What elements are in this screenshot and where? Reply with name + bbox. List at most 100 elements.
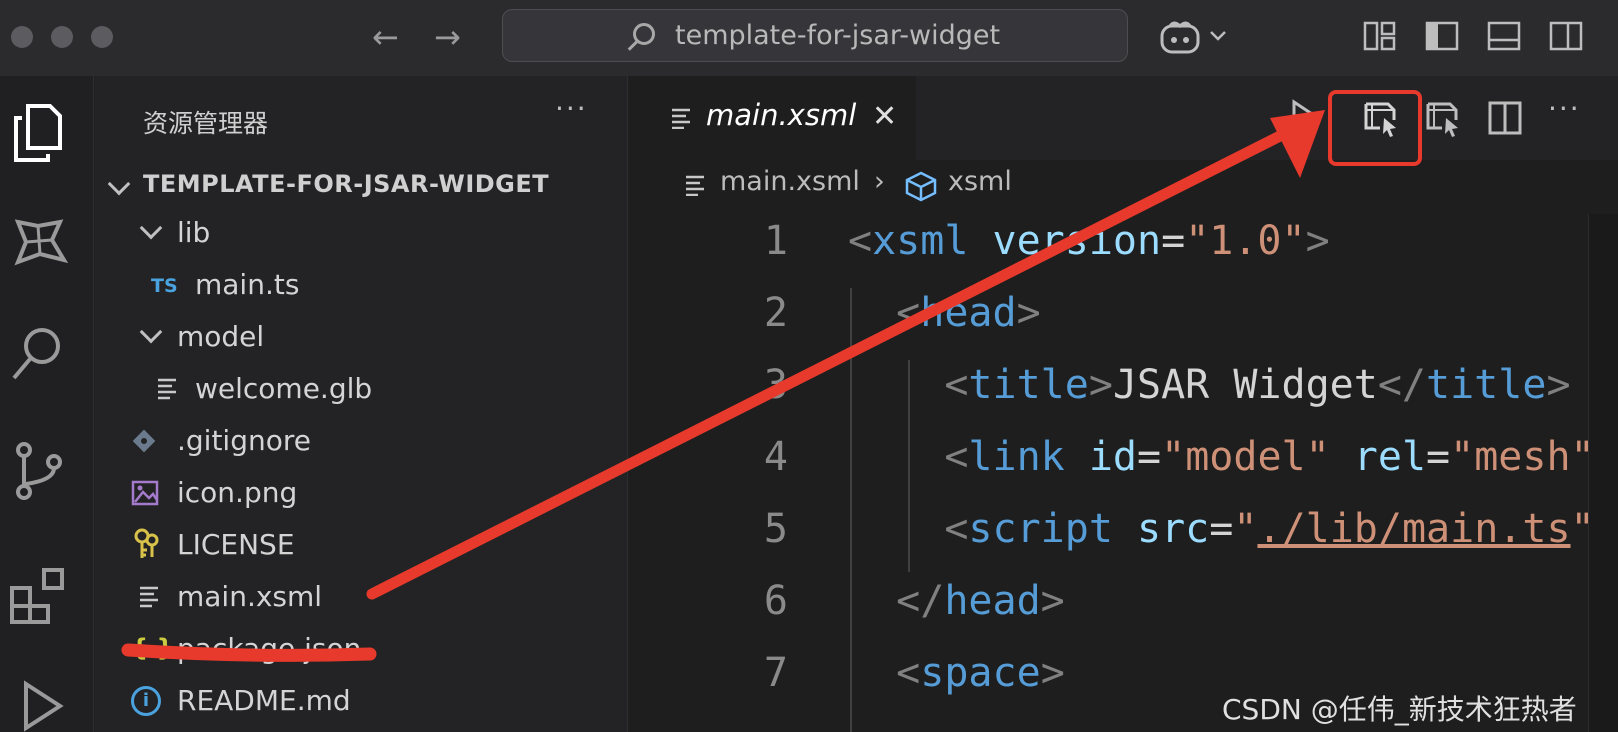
line-number: 1	[763, 218, 788, 264]
command-center-text: template-for-jsar-widget	[675, 20, 1001, 51]
text-file-icon	[672, 108, 690, 129]
toggle-sidebar-icon[interactable]	[1424, 18, 1460, 54]
code-token	[848, 506, 944, 552]
tree-item-label: lib	[177, 216, 211, 249]
copilot-icon[interactable]	[1158, 18, 1202, 58]
tree-item-main-xsml[interactable]: main.xsml	[95, 572, 625, 622]
line-number: 6	[763, 578, 788, 624]
tree-item-welcome-glb[interactable]: welcome.glb	[95, 364, 625, 414]
tree-item-label: model	[177, 320, 265, 353]
text-file-icon	[140, 586, 158, 608]
code-token: >	[1088, 362, 1113, 408]
minimap-edge	[1588, 214, 1618, 732]
code-token: =	[1209, 506, 1234, 552]
tree-item-model[interactable]: model	[95, 312, 625, 362]
code-token	[848, 650, 896, 696]
window-zoom-button[interactable]	[91, 26, 113, 48]
code-token: link	[968, 434, 1065, 480]
code-token: "model"	[1161, 434, 1330, 480]
tree-item-label: main.ts	[195, 268, 300, 301]
go-back-icon[interactable]: ←	[372, 18, 399, 56]
tree-item-gitignore[interactable]: .gitignore	[95, 416, 625, 466]
more-actions-icon[interactable]: ···	[555, 92, 588, 125]
tree-item-icon-png[interactable]: icon.png	[95, 468, 625, 518]
annotation-highlight-box	[1328, 90, 1422, 166]
symbol-element-icon	[905, 171, 937, 202]
code-token: >	[1546, 362, 1571, 408]
chevron-down-icon	[139, 216, 163, 240]
info-file-icon: i	[131, 686, 161, 716]
extension-3d-icon[interactable]	[8, 216, 70, 268]
code-line-4[interactable]: <link id="model" rel="mesh"	[848, 434, 1595, 480]
command-center-search[interactable]: template-for-jsar-widget	[502, 9, 1128, 62]
breadcrumb-symbol[interactable]: xsml	[948, 166, 1012, 197]
toggle-panel-icon[interactable]	[1486, 18, 1522, 54]
chevron-down-icon[interactable]	[107, 172, 131, 196]
tree-item-package-json[interactable]: { } package.json	[95, 624, 625, 674]
explorer-icon[interactable]	[8, 102, 68, 164]
code-line-7[interactable]: <space>	[848, 650, 1065, 696]
chevron-down-icon[interactable]	[1208, 26, 1228, 46]
code-link-token[interactable]: ./lib/main.ts	[1257, 506, 1571, 552]
code-token	[848, 290, 896, 336]
editor-area: main.xsml ✕ ··· main.xsml ›	[628, 76, 1618, 732]
tree-item-label: README.md	[177, 684, 351, 717]
code-line-5[interactable]: <script src="./lib/main.ts"	[848, 506, 1594, 552]
code-token: >	[1016, 290, 1041, 336]
code-line-1[interactable]: <xsml version="1.0">	[848, 218, 1330, 264]
source-control-icon[interactable]	[8, 440, 68, 502]
code-token: </	[896, 578, 945, 624]
code-token	[968, 218, 992, 264]
code-line-6[interactable]: </head>	[848, 578, 1065, 624]
code-token: >	[1305, 218, 1330, 264]
text-file-icon	[686, 175, 704, 196]
tree-item-main-ts[interactable]: TS main.ts	[95, 260, 625, 310]
breadcrumb-file[interactable]: main.xsml	[720, 166, 860, 197]
preview-xsml-icon[interactable]	[1360, 98, 1400, 138]
toggle-secondary-sidebar-icon[interactable]	[1548, 18, 1584, 54]
tab-main-xsml[interactable]: main.xsml ✕	[628, 76, 916, 160]
tree-item-readme[interactable]: i README.md	[95, 676, 625, 726]
text-file-icon	[158, 378, 176, 400]
tree-item-label: icon.png	[177, 476, 298, 509]
code-token: <	[848, 218, 873, 264]
run-debug-icon[interactable]	[8, 678, 68, 732]
code-token: </	[1377, 362, 1427, 408]
preview-side-icon[interactable]	[1424, 98, 1464, 138]
tree-item-label: main.xsml	[177, 580, 323, 613]
window-close-button[interactable]	[11, 26, 33, 48]
line-number: 7	[763, 650, 788, 696]
code-token: >	[1040, 578, 1065, 624]
split-editor-icon[interactable]	[1486, 98, 1524, 138]
window-minimize-button[interactable]	[51, 26, 73, 48]
code-token	[1113, 506, 1137, 552]
code-token: "	[1233, 506, 1258, 552]
tab-label: main.xsml	[706, 98, 857, 132]
search-icon[interactable]	[8, 322, 68, 384]
customize-layout-icon[interactable]	[1362, 18, 1398, 54]
close-icon[interactable]: ✕	[872, 99, 898, 134]
code-token: space	[920, 650, 1041, 696]
more-actions-icon[interactable]: ···	[1548, 92, 1581, 125]
line-number: 3	[763, 362, 788, 408]
tree-item-license[interactable]: LICENSE	[95, 520, 625, 570]
chevron-down-icon	[139, 320, 163, 344]
code-token: src	[1137, 506, 1210, 552]
code-token: "mesh"	[1450, 434, 1595, 480]
extensions-icon[interactable]	[8, 564, 68, 626]
code-token	[1330, 434, 1354, 480]
run-icon[interactable]	[1288, 98, 1322, 138]
code-token: <	[944, 434, 969, 480]
title-bar: ← → template-for-jsar-widget	[0, 0, 1618, 76]
code-line-2[interactable]: <head>	[848, 290, 1041, 336]
workspace-folder-title[interactable]: TEMPLATE-FOR-JSAR-WIDGET	[143, 170, 550, 198]
git-file-icon	[132, 429, 156, 453]
go-forward-icon[interactable]: →	[434, 18, 461, 56]
code-line-3[interactable]: <title>JSAR Widget</title>	[848, 362, 1571, 408]
explorer-sidebar: 资源管理器 ··· TEMPLATE-FOR-JSAR-WIDGET lib T…	[95, 76, 628, 732]
code-token: <	[944, 506, 969, 552]
code-token: title	[1426, 362, 1547, 408]
tree-item-label: LICENSE	[177, 528, 295, 561]
code-token: "1.0"	[1185, 218, 1306, 264]
tree-item-lib[interactable]: lib	[95, 208, 625, 258]
